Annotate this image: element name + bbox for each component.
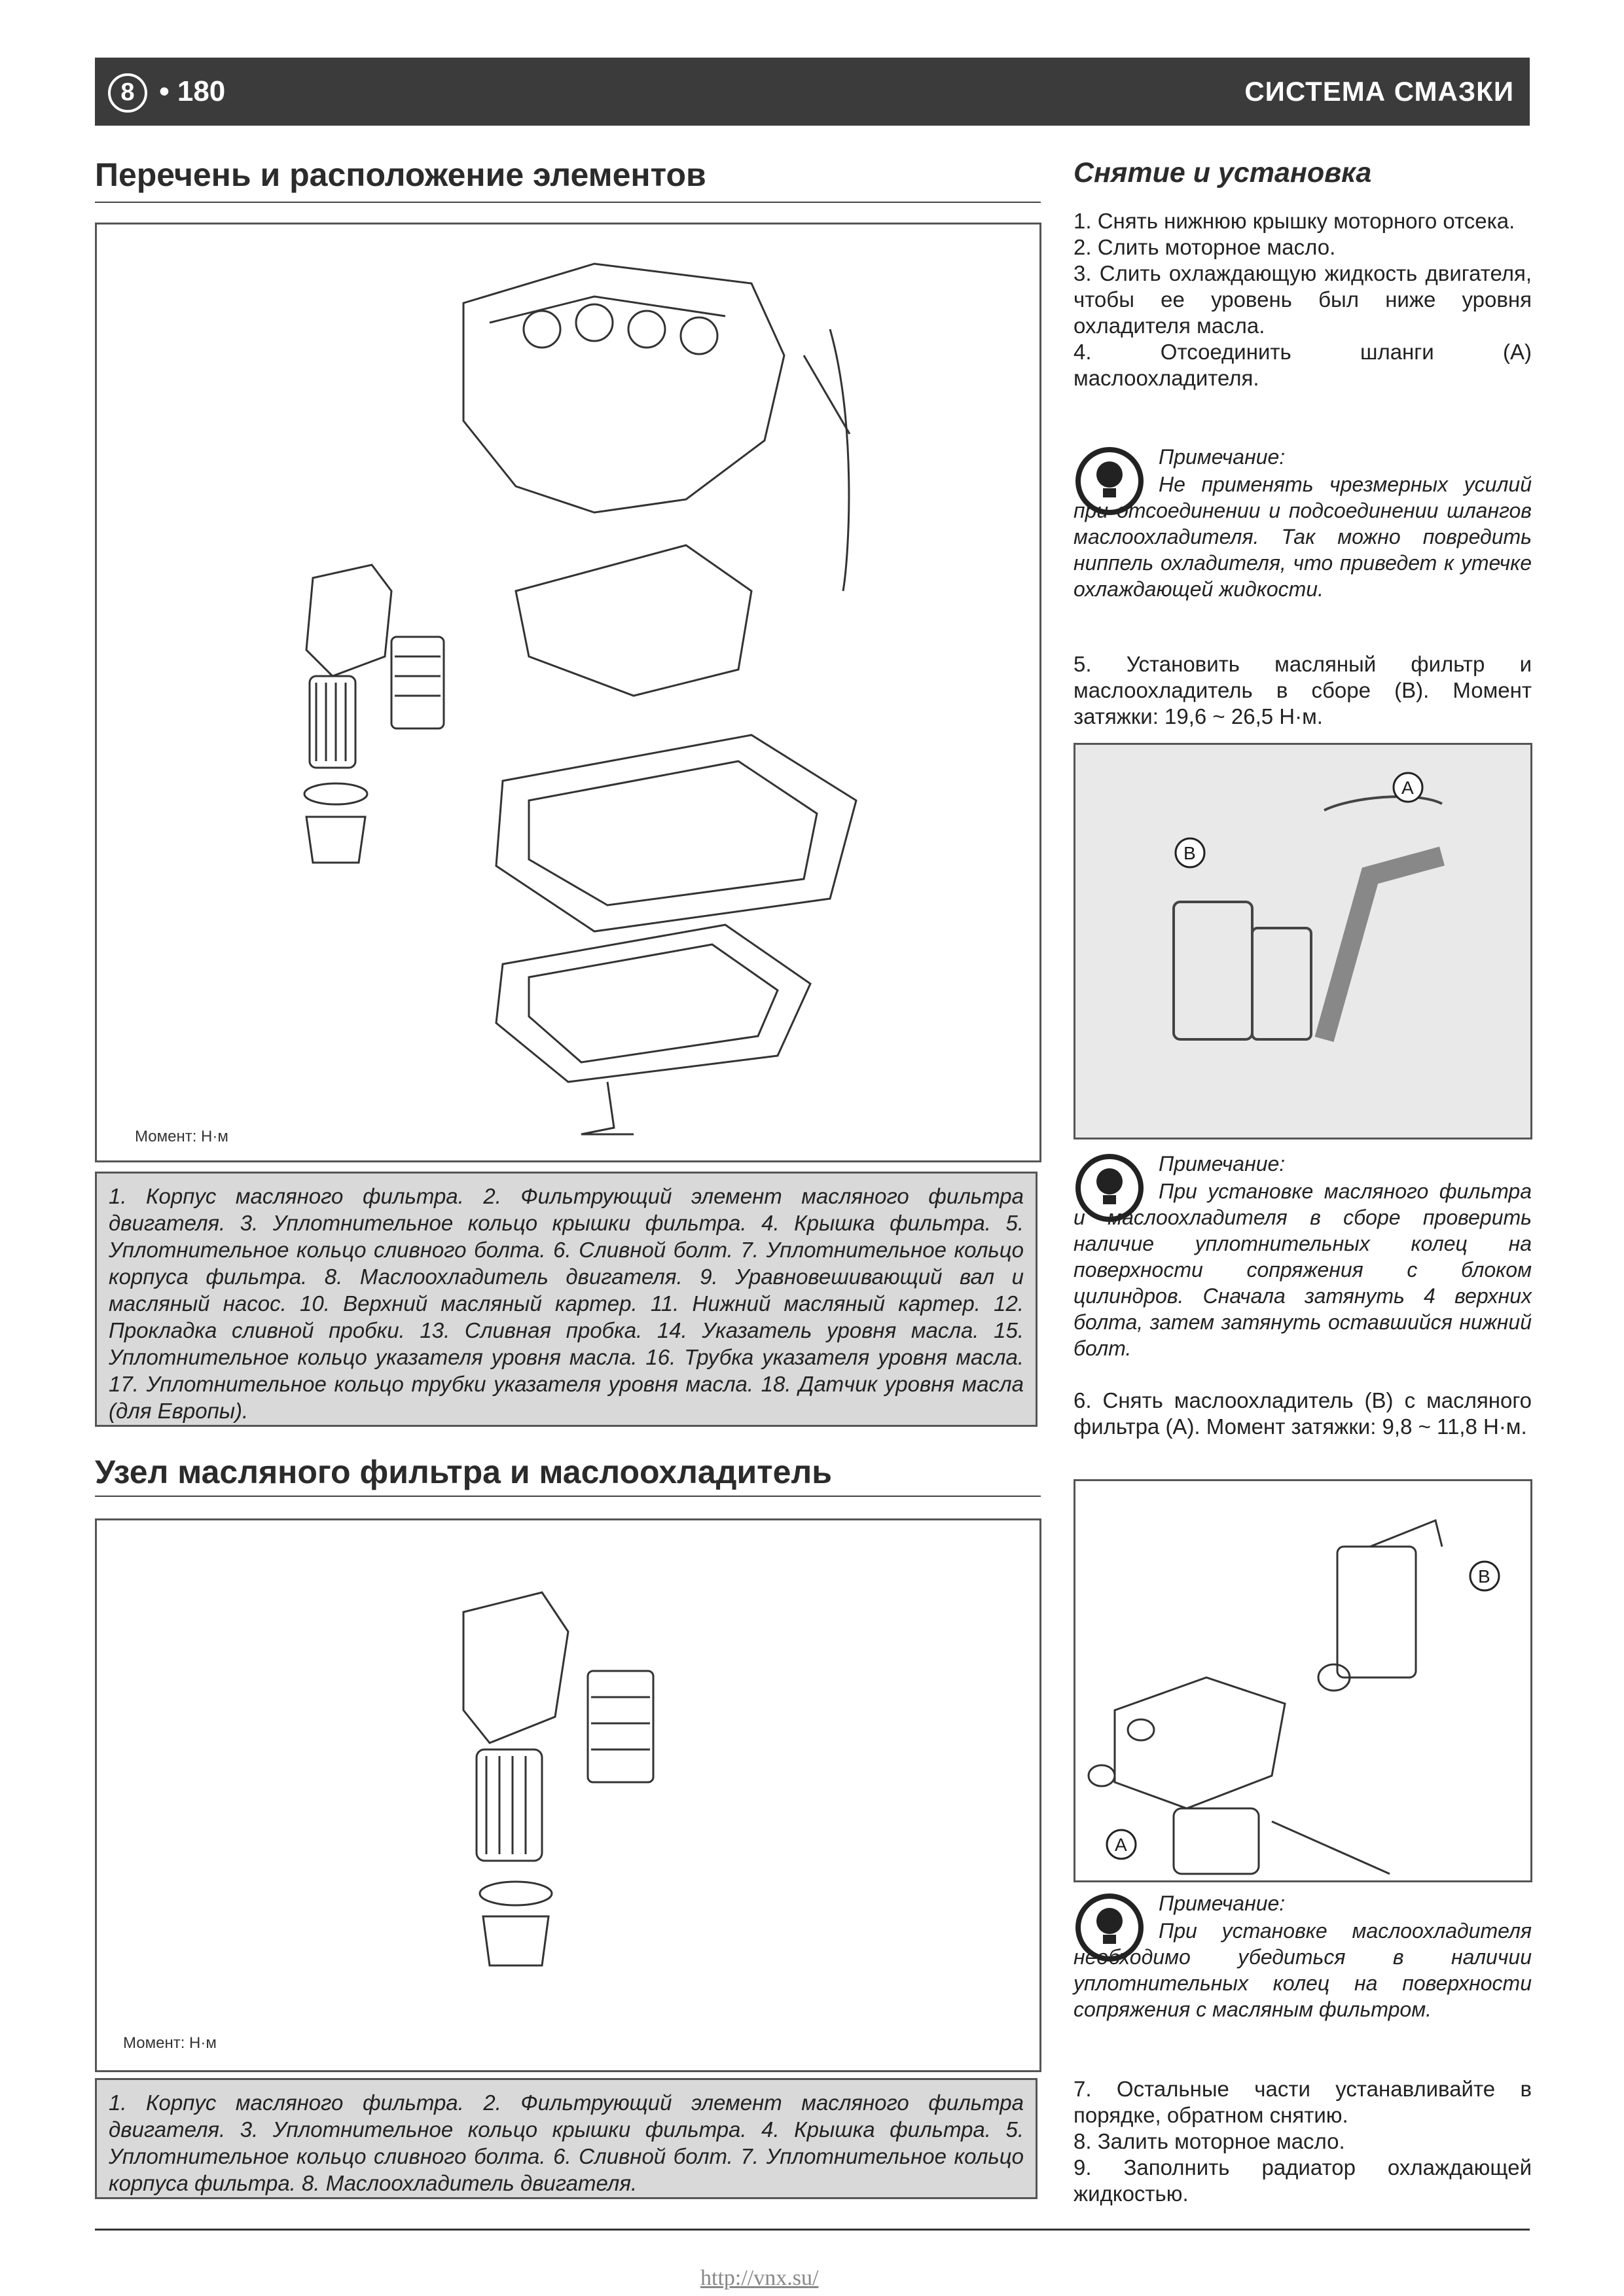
steps-1-4: 1. Снять нижнюю крышку моторного отсека.…	[1074, 208, 1532, 391]
section1-rule	[95, 202, 1041, 203]
step-3: 3. Слить охлаждающую жидкость двигателя,…	[1074, 261, 1532, 338]
section2-diagram: Момент: Н·м	[95, 1518, 1041, 2072]
engine-photo-1	[1075, 745, 1530, 1138]
step-8: 8. Залить моторное масло.	[1074, 2129, 1345, 2153]
filter-housing	[305, 564, 393, 677]
engine-block	[462, 262, 785, 514]
note-3-heading: Примечание:	[1159, 1892, 1286, 1915]
steps-7-9: 7. Остальные части устанавливайте в поря…	[1074, 2076, 1532, 2207]
note-1-text: Не применять чрезмерных усилий при отсое…	[1074, 473, 1532, 601]
filter-cooler-exploded-diagram	[462, 1591, 655, 1967]
engine-exploded-diagram	[303, 262, 857, 1136]
step-2: 2. Слить моторное масло.	[1074, 235, 1336, 259]
install-photo-1: A B	[1074, 743, 1532, 1139]
note-1-heading: Примечание:	[1159, 445, 1286, 469]
filter-housing-3	[1113, 1676, 1286, 1810]
upper-oil-pan	[495, 734, 857, 933]
footer-rule	[95, 2229, 1530, 2231]
section2-rule	[95, 1496, 1041, 1497]
footer-url[interactable]: http://vnx.su/	[700, 2266, 819, 2290]
section2-title: Узел масляного фильтра и маслоохладитель	[95, 1454, 832, 1490]
section-name: СИСТЕМА СМАЗКИ	[1244, 76, 1514, 107]
lightbulb-icon	[1075, 1893, 1144, 1962]
section1-title: Перечень и расположение элементов	[95, 156, 706, 193]
oil-level-sensor	[581, 1081, 634, 1136]
step-6: 6. Снять маслоохладитель (В) с масляного…	[1074, 1388, 1532, 1439]
section1-caption: 1. Корпус масляного фильтра. 2. Фильтрую…	[95, 1172, 1038, 1427]
filter-housing-2	[462, 1591, 569, 1744]
oil-cooler-2	[586, 1670, 655, 1784]
section1-unit-label: Момент: Н·м	[135, 1128, 228, 1145]
lightbulb-icon	[1075, 1154, 1144, 1222]
filter-element	[308, 675, 357, 769]
oil-cooler-3	[1336, 1545, 1417, 1679]
section1-diagram: Момент: Н·м	[95, 223, 1041, 1162]
oil-cooler	[390, 636, 445, 730]
page-number: 8 • 180	[108, 58, 225, 126]
step-1: 1. Снять нижнюю крышку моторного отсека.	[1074, 209, 1515, 233]
note-2-text: При установке масляного фильтра и маслоо…	[1074, 1179, 1532, 1360]
step-7: 7. Остальные части устанавливайте в поря…	[1074, 2077, 1532, 2127]
page-number-text: • 180	[159, 75, 226, 107]
step-4: 4. Отсоединить шланги (А) маслоохладител…	[1074, 340, 1532, 390]
note-1: Примечание: Не применять чрезмерных усил…	[1074, 445, 1532, 628]
photo2-label-a: A	[1115, 1835, 1127, 1855]
photo1-label-b: B	[1183, 843, 1196, 863]
chapter-badge: 8	[108, 73, 147, 113]
filter-cap-2	[482, 1915, 550, 1967]
note-2: Примечание: При установке масляного филь…	[1074, 1152, 1532, 1361]
cap-oring-2	[478, 1880, 553, 1907]
dipstick-tube	[829, 329, 850, 592]
filter-element-2	[475, 1748, 543, 1862]
note-3: Примечание: При установке маслоохладител…	[1074, 1892, 1532, 2062]
photo2-label-b: B	[1478, 1566, 1490, 1587]
lightbulb-icon	[1075, 447, 1144, 515]
oil-pump-shape	[514, 544, 753, 697]
section2-unit-label: Момент: Н·м	[123, 2034, 217, 2052]
filter-cap	[305, 816, 367, 864]
section2-caption: 1. Корпус масляного фильтра. 2. Фильтрую…	[95, 2078, 1038, 2199]
note-2-heading: Примечание:	[1159, 1152, 1286, 1175]
page-header-bar	[95, 58, 1530, 126]
note-3-text: При установке маслоохладителя необходимо…	[1074, 1919, 1532, 2021]
filter-cap-oring	[303, 782, 369, 806]
install-photo-2: A B	[1074, 1479, 1532, 1882]
lower-oil-pan	[495, 924, 812, 1083]
photo1-label-a: A	[1401, 778, 1414, 798]
removal-install-title: Снятие и установка	[1074, 157, 1372, 188]
step-9: 9. Заполнить радиатор охлаждающей жидкос…	[1074, 2155, 1532, 2206]
step-5: 5. Установить масляный фильтр и маслоохл…	[1074, 652, 1532, 728]
filter-cooler-drawing	[1087, 1518, 1500, 1875]
